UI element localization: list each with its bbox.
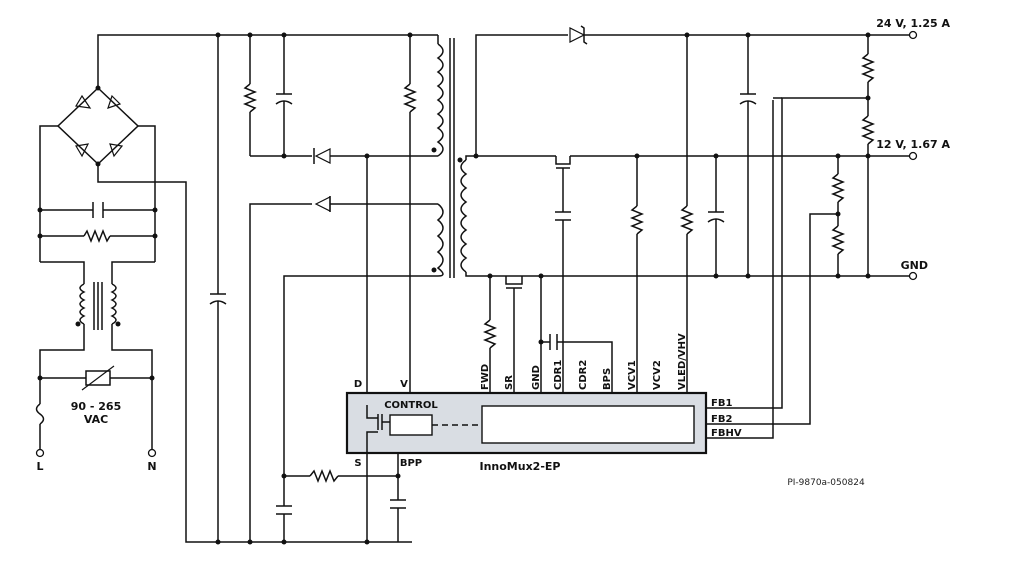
pin-bps-label: BPS [602,368,613,390]
input-section: 90 - 265 VAC L N [35,34,412,543]
fb2-lower-resistor [830,225,846,255]
bias-capacitor [276,476,292,542]
clamp-diode [313,148,331,164]
vled-resistor [679,35,695,393]
fb-24v-resistor [860,35,876,98]
output-24v-label: 24 V, 1.25 A [876,17,950,30]
pin-fb2-label: FB2 [711,414,732,425]
line-terminal [35,448,45,458]
fuse [35,378,45,450]
pin-fb1-label: FB1 [711,398,732,409]
cdr1-capacitor [555,211,571,393]
innomux-ic: CONTROL D V S BPP InnoMux2-EP FWD SR GND… [345,333,742,473]
primary-side [209,32,438,545]
gnd-terminal [908,271,918,281]
ic-name-label: InnoMux2-EP [480,460,561,473]
output-24v-terminal [908,30,918,40]
control-block [366,405,482,453]
figure-id: PI-9870a-050824 [787,478,865,488]
input-range-label: 90 - 265 [71,400,122,413]
pin-vcv2-label: VCV2 [652,360,663,390]
vcv1-resistor [629,156,645,393]
bpp-resistor [309,468,339,484]
bps-capacitor [541,334,613,393]
pin-cdr1-label: CDR1 [553,360,564,390]
pin-s-label: S [354,458,361,469]
pin-vled-label: VLED/VHV [677,333,688,390]
bpp-capacitor [390,499,406,542]
pin-sr-label: SR [504,375,515,390]
pin-gnd-label: GND [531,365,542,390]
common-mode-choke [39,261,155,378]
pin-d-label: D [354,379,362,390]
bridge-rectifier [56,85,140,167]
neutral-terminal [147,448,157,458]
clamp-capacitor [275,35,293,156]
line-label: L [36,460,43,473]
pin-cdr2-label: CDR2 [578,360,589,390]
gnd-label: GND [901,259,928,272]
bias-diode [314,196,331,212]
output-12v-terminal [908,151,918,161]
output-12v-label: 12 V, 1.67 A [876,138,950,151]
transformer [431,35,476,278]
clamp-resistor [242,35,258,156]
bulk-capacitor [209,35,227,542]
fwd-resistor [482,276,498,393]
fb-12v-resistor [860,98,876,156]
secondary-side: 24 V, 1.25 A 12 V, 1.67 A [473,17,950,439]
fb2-upper-resistor [830,173,846,203]
pin-v-label: V [400,379,408,390]
sr-fet [505,276,523,393]
output-24v-capacitor [739,35,757,276]
pin-bpp-label: BPP [400,458,422,469]
input-unit-label: VAC [84,413,108,426]
control-label: CONTROL [384,400,438,411]
neutral-label: N [147,460,156,473]
x-capacitor [37,202,158,218]
pin-fwd-label: FWD [480,364,491,390]
varistor [37,365,155,391]
v-pin-resistor [402,35,418,393]
output-12v-switch [555,156,571,212]
pin-fbhv-label: FBHV [711,428,742,439]
output-12v-capacitor [707,156,725,276]
bleed-resistor [37,228,158,244]
pin-vcv1-label: VCV1 [627,360,638,390]
